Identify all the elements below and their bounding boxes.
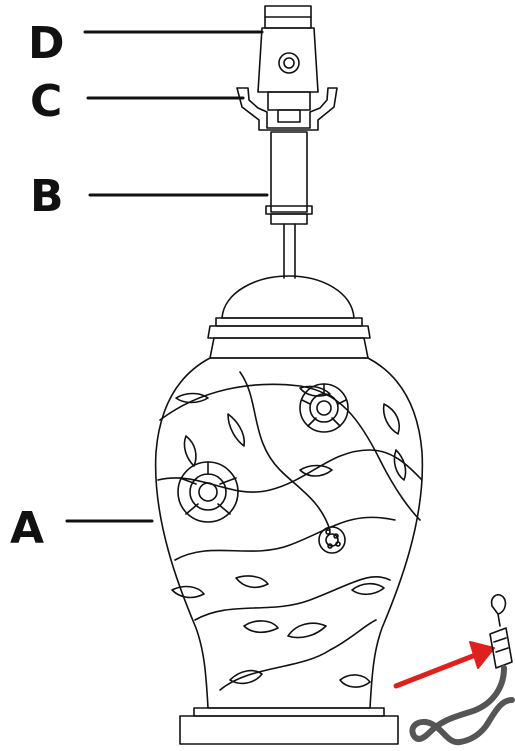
power-cord-icon [412,668,512,742]
part-label-a: A [10,507,44,551]
arrow-to-plug-icon [396,642,494,686]
leaf-icons [172,386,406,687]
part-label-d: D [28,22,65,66]
harp-saddle-icon [237,88,337,130]
flower-top-icon [300,384,348,432]
part-label-b: B [30,175,64,219]
socket-icon [258,6,318,122]
flower-small-icon [319,527,345,553]
plug-icon [490,595,512,668]
threaded-rod-icon [266,132,312,278]
flower-large-icon [178,462,238,522]
lamp-body-icon [156,276,423,744]
part-label-c: C [30,80,62,124]
